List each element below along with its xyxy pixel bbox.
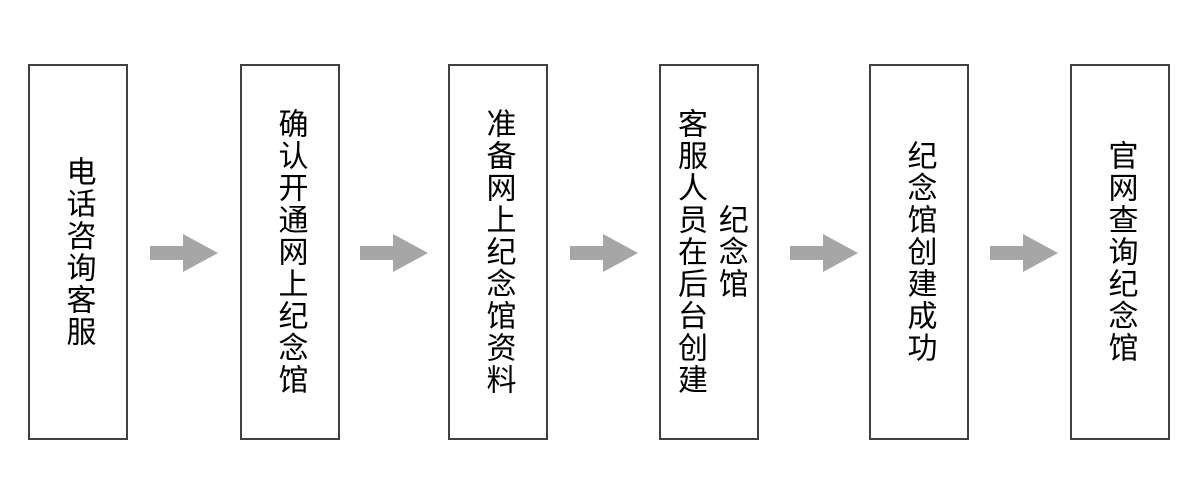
arrow-shaft [790,246,826,260]
arrow-right-icon-5 [990,234,1058,272]
process-node-step-2[interactable]: 确认开通网上纪念馆 [240,64,340,440]
process-node-label: 确认开通网上纪念馆 [272,108,308,396]
process-node-step-1[interactable]: 电话咨询客服 [28,64,128,440]
process-node-label: 电话咨询客服 [60,156,96,348]
arrow-head [823,234,858,272]
process-node-step-4[interactable]: 客服人员在后台创建纪念馆 [659,64,759,440]
arrow-head [1023,234,1058,272]
arrow-shaft [990,246,1026,260]
process-node-step-3[interactable]: 准备网上纪念馆资料 [448,64,548,440]
arrow-shaft [150,246,186,260]
arrow-right-icon-4 [790,234,858,272]
arrow-right-icon-3 [570,234,638,272]
arrow-head [393,234,428,272]
process-node-label: 纪念馆创建成功 [901,140,937,364]
arrow-head [603,234,638,272]
arrow-right-icon-1 [150,234,218,272]
arrow-shaft [570,246,606,260]
process-node-step-5[interactable]: 纪念馆创建成功 [869,64,969,440]
arrow-shaft [360,246,396,260]
arrow-head [183,234,218,272]
process-node-label: 准备网上纪念馆资料 [480,108,516,396]
process-node-label: 客服人员在后台创建纪念馆 [672,108,748,396]
process-node-label: 官网查询纪念馆 [1102,140,1138,364]
arrow-right-icon-2 [360,234,428,272]
process-node-step-6[interactable]: 官网查询纪念馆 [1070,64,1170,440]
